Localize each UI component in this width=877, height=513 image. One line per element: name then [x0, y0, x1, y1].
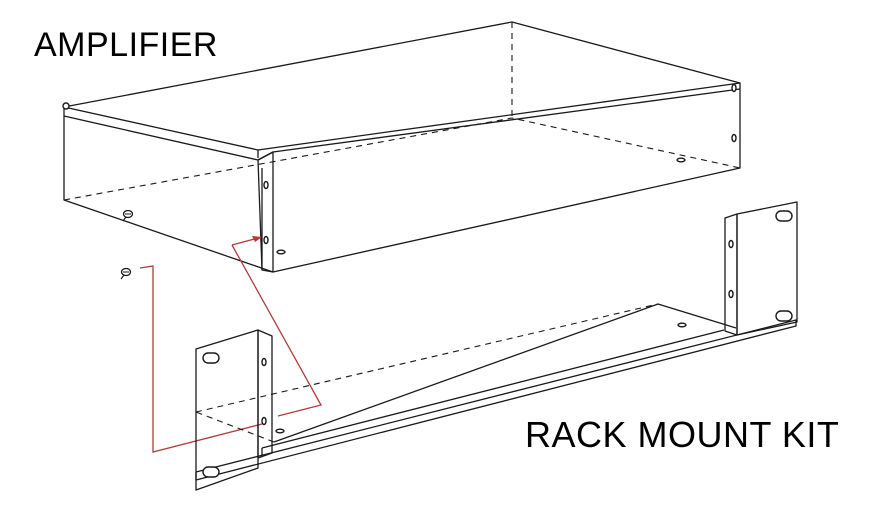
rack-rail-front — [195, 319, 797, 481]
amplifier-rear-hole-top — [731, 83, 737, 93]
rack-right-slot-bottom — [775, 310, 793, 322]
rack-mount-kit-label: RACK MOUNT KIT — [525, 414, 840, 455]
amplifier-bottom-hole-front — [276, 249, 286, 255]
rack-left-hole-bottom — [261, 416, 267, 426]
rack-rail-inner-edge — [261, 329, 725, 449]
rack-right-ear-flange — [724, 213, 738, 336]
rack-mount-kit — [195, 201, 798, 491]
amplifier-corner-hole — [62, 102, 70, 110]
amplifier-bottom-hole-rear — [676, 157, 686, 163]
rack-left-slot-top — [202, 352, 220, 364]
amplifier-hidden-bottom — [63, 117, 741, 201]
screw-icon — [120, 267, 132, 280]
rack-base-hole-front — [275, 428, 285, 434]
rack-right-hole-top — [728, 239, 734, 249]
rack-left-ear-flange — [257, 329, 273, 459]
amplifier-front-hole-bottom — [263, 235, 269, 245]
rack-left-ear — [195, 329, 259, 491]
amplifier-front-hole-top — [263, 180, 269, 190]
rack-left-hole-top — [261, 357, 267, 367]
alignment-arrow — [231, 244, 322, 417]
amplifier-front-plate — [257, 151, 274, 273]
rack-right-hole-bottom — [728, 289, 734, 299]
amplifier-lip-edge — [63, 88, 741, 161]
rack-base-hole-rear — [677, 322, 687, 328]
rack-left-slot-bottom — [202, 466, 220, 478]
rack-base-hidden-edge — [195, 303, 659, 413]
screw-path-arrow — [139, 265, 263, 453]
rack-right-slot-top — [775, 210, 793, 222]
amplifier-label: AMPLIFIER — [34, 26, 218, 64]
arrow-head — [252, 236, 262, 242]
amplifier-chassis — [62, 21, 741, 273]
amplifier-top-edges — [63, 82, 741, 151]
screw-icon — [122, 209, 134, 222]
amplifier-rear-hole-bottom — [731, 133, 737, 143]
